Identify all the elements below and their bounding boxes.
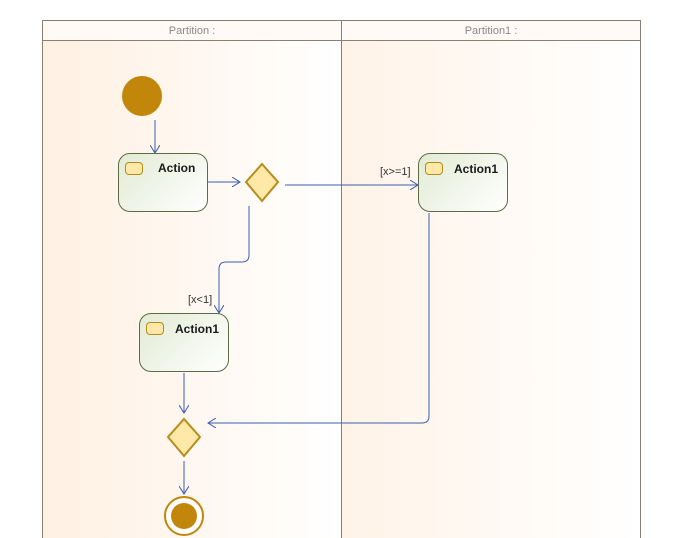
action-icon	[146, 322, 164, 335]
action-node[interactable]: Action1	[418, 153, 508, 212]
merge-node[interactable]	[166, 417, 202, 458]
action-node[interactable]: Action1	[139, 313, 229, 372]
partition-lane: Partition :	[42, 20, 342, 538]
action-label: Action1	[454, 162, 499, 176]
partition-header: Partition :	[43, 21, 341, 41]
partition-header: Partition1 :	[342, 21, 640, 41]
flow-action1-right-to-merge[interactable]	[208, 213, 430, 423]
action-icon	[425, 162, 443, 175]
guard-label: [x<1]	[188, 294, 213, 306]
final-node[interactable]	[164, 496, 204, 536]
flow-decision-to-action1-left[interactable]	[219, 206, 250, 313]
action-label: Action1	[175, 322, 220, 336]
partition-lane: Partition1 :	[341, 20, 641, 538]
initial-node[interactable]	[122, 76, 162, 116]
action-node[interactable]: Action	[118, 153, 208, 212]
decision-node[interactable]	[244, 162, 280, 203]
action-icon	[125, 162, 143, 175]
guard-label: [x>=1]	[380, 166, 411, 178]
action-label: Action	[158, 161, 196, 175]
